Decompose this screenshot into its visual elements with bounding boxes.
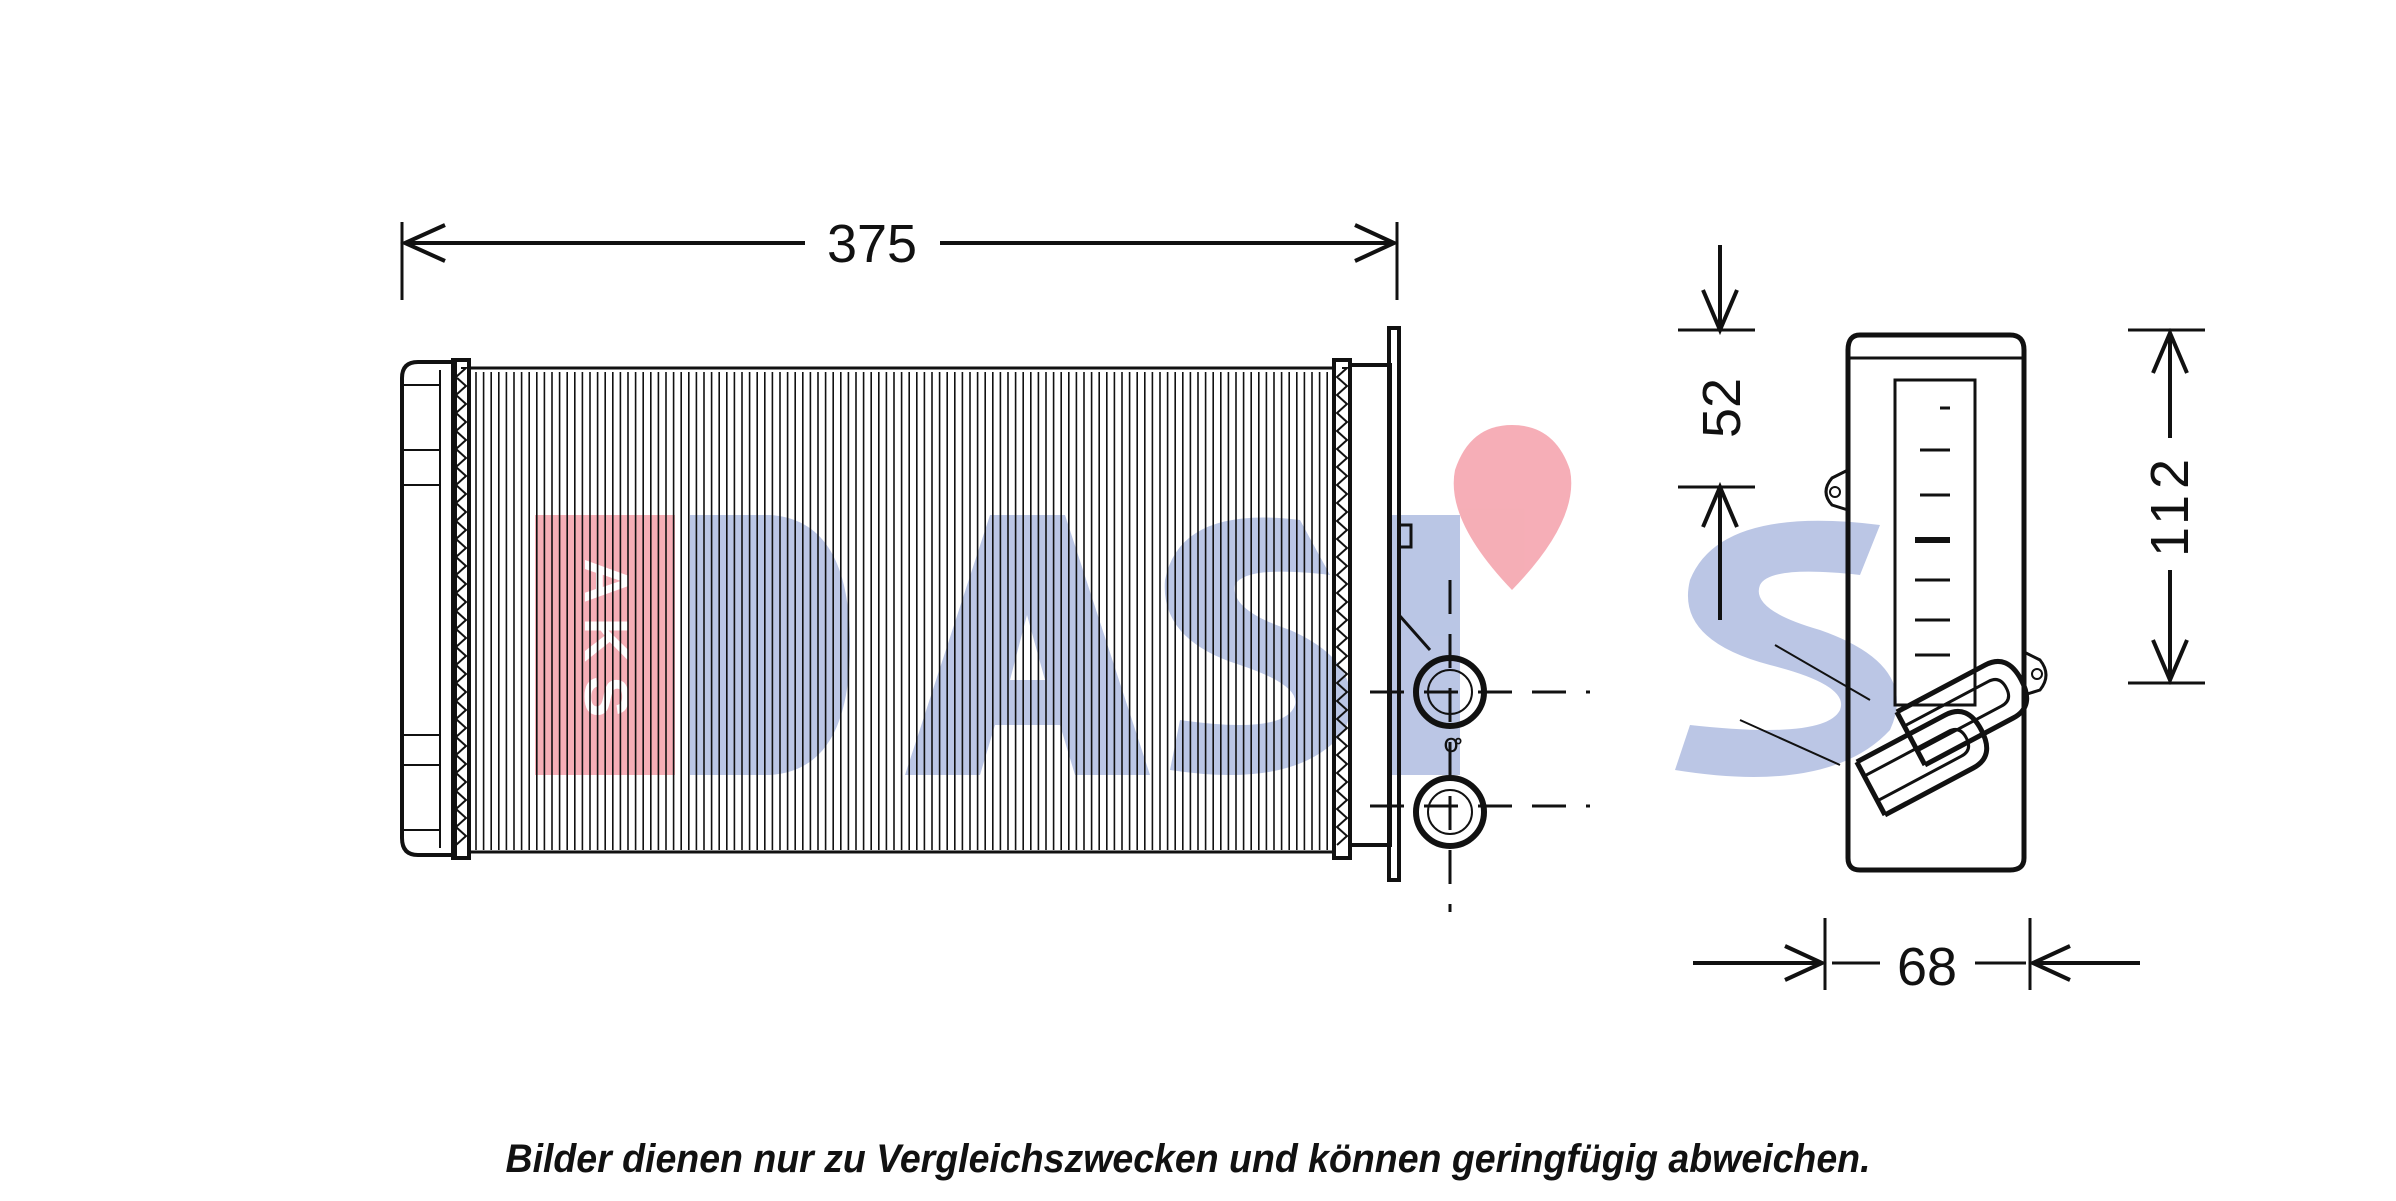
watermark-letter-s1 bbox=[1164, 517, 1351, 775]
watermark-letter-a bbox=[905, 515, 1150, 775]
dimension-core-thickness: 52 bbox=[1678, 245, 1755, 620]
dimension-height-label: 112 bbox=[2140, 453, 2200, 557]
dimension-height: 112 bbox=[2128, 327, 2205, 686]
watermark-letter-s2 bbox=[1675, 520, 1897, 777]
svg-text:ꝍ: ꝍ bbox=[1443, 728, 1462, 758]
dimension-depth: 68 bbox=[1693, 918, 2140, 997]
dimension-length: 375 bbox=[400, 214, 1399, 300]
disclaimer-caption: Bilder dienen nur zu Vergleichszwecken u… bbox=[506, 1137, 1871, 1181]
core-fins bbox=[475, 372, 1328, 850]
aks-dasis-watermark: AKS bbox=[535, 425, 1897, 777]
watermark-red-drop bbox=[1453, 425, 1572, 590]
heater-core-side-view bbox=[1739, 332, 2048, 873]
outlet-pipe bbox=[1413, 775, 1487, 849]
dimension-core-thickness-label: 52 bbox=[1692, 378, 1752, 438]
heater-core-front-view: ꝍ bbox=[400, 326, 1590, 912]
dimension-depth-label: 68 bbox=[1897, 937, 1957, 997]
dimension-length-label: 375 bbox=[827, 214, 917, 274]
